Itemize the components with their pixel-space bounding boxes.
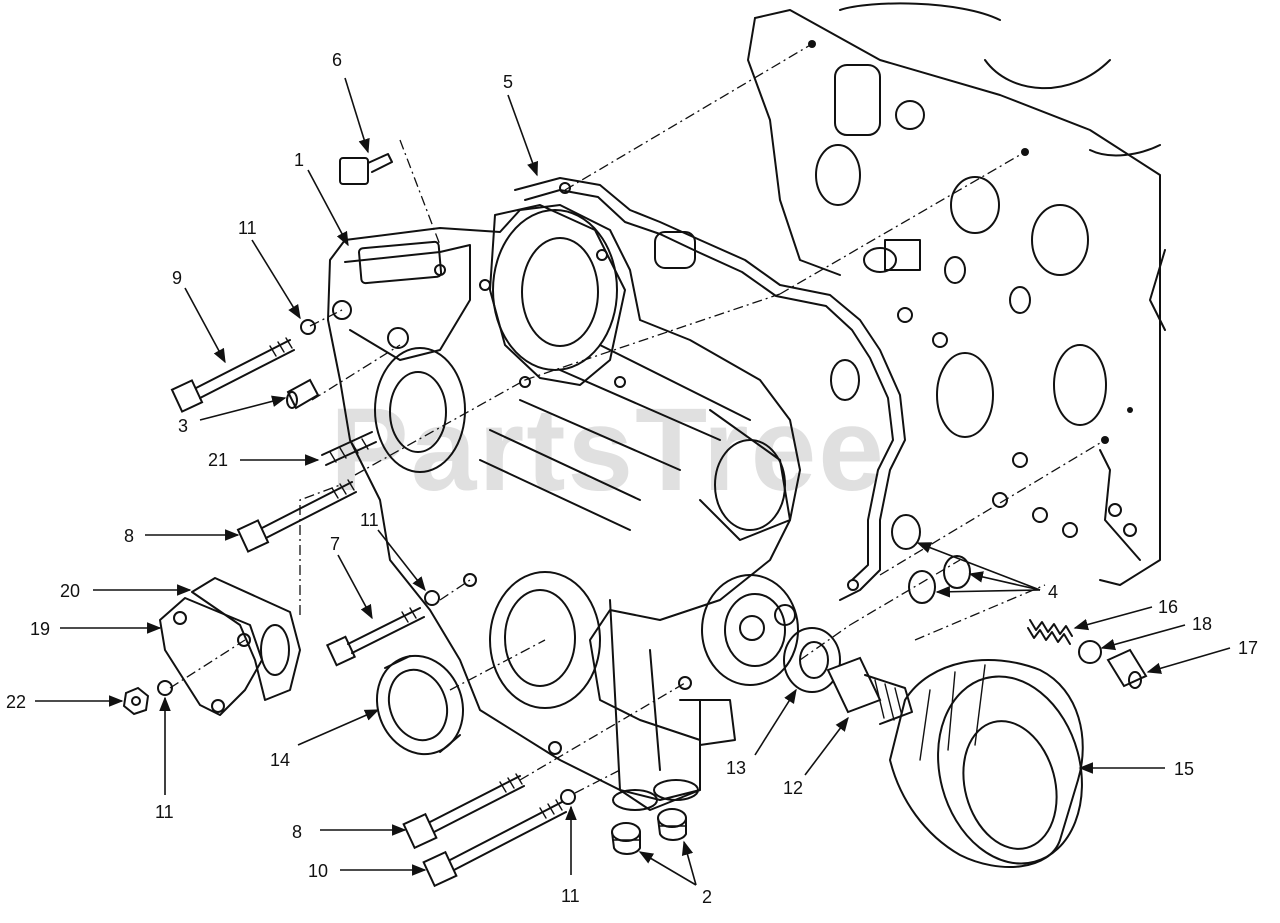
plug-item-2 <box>611 808 687 855</box>
bolt-item-8-lower <box>402 773 525 850</box>
gear-case-cover <box>327 204 801 811</box>
callout-19: 19 <box>30 619 50 639</box>
callout-7: 7 <box>330 534 340 554</box>
nipple-item-12 <box>826 656 913 725</box>
ball-item-18 <box>1078 640 1102 664</box>
callout-18: 18 <box>1192 614 1212 634</box>
washer-item-11-d <box>560 789 576 805</box>
callout-8-lower: 8 <box>292 822 302 842</box>
callout-2: 2 <box>702 887 712 907</box>
nut-item-22 <box>122 686 150 716</box>
washer-item-11-b <box>424 590 440 606</box>
cover-plate-item-19 <box>159 597 263 716</box>
oil-filter-mount <box>701 574 799 686</box>
callout-1: 1 <box>294 150 304 170</box>
callout-17: 17 <box>1238 638 1258 658</box>
callout-14: 14 <box>270 750 290 770</box>
bolt-item-8-upper <box>236 479 357 553</box>
callout-11-left: 11 <box>155 802 174 822</box>
spring-item-16 <box>1027 619 1073 645</box>
washer-item-11-a <box>300 319 316 335</box>
callout-15: 15 <box>1174 759 1194 779</box>
callout-20: 20 <box>60 581 80 601</box>
callout-5: 5 <box>503 72 513 92</box>
callout-21: 21 <box>208 450 228 470</box>
gasket-item-13 <box>783 627 841 693</box>
callout-11-top: 11 <box>238 218 257 238</box>
gasket <box>514 177 906 601</box>
plug-item-17 <box>1106 648 1148 689</box>
bolt-item-9 <box>170 337 295 413</box>
callout-8-upper: 8 <box>124 526 134 546</box>
stud-item-21 <box>321 431 377 466</box>
callout-4: 4 <box>1048 582 1058 602</box>
cover-gasket-item-20 <box>191 577 301 701</box>
callout-9: 9 <box>172 268 182 288</box>
callout-6: 6 <box>332 50 342 70</box>
engine-block <box>747 2 1166 586</box>
oil-seal-item-14 <box>375 654 465 756</box>
callout-13: 13 <box>726 758 746 778</box>
callout-16: 16 <box>1158 597 1178 617</box>
callout-10: 10 <box>308 861 328 881</box>
callout-leaders <box>35 77 1231 886</box>
dowel-item-3 <box>286 378 320 410</box>
oil-filter-item-15 <box>889 659 1084 868</box>
bolt-item-6 <box>339 153 393 185</box>
bolt-item-10 <box>422 799 567 888</box>
callout-11-bottom: 11 <box>561 886 580 906</box>
washer-item-11-c <box>157 680 173 696</box>
bolt-item-7 <box>325 607 425 667</box>
callout-3: 3 <box>178 416 188 436</box>
callout-11-mid: 11 <box>360 510 379 530</box>
callout-labels: 6 1 5 11 9 3 21 8 7 11 20 19 22 11 14 8 … <box>6 50 1258 907</box>
watermark-text: PartsTree <box>330 384 886 516</box>
callout-22: 22 <box>6 692 26 712</box>
callout-12: 12 <box>783 778 803 798</box>
